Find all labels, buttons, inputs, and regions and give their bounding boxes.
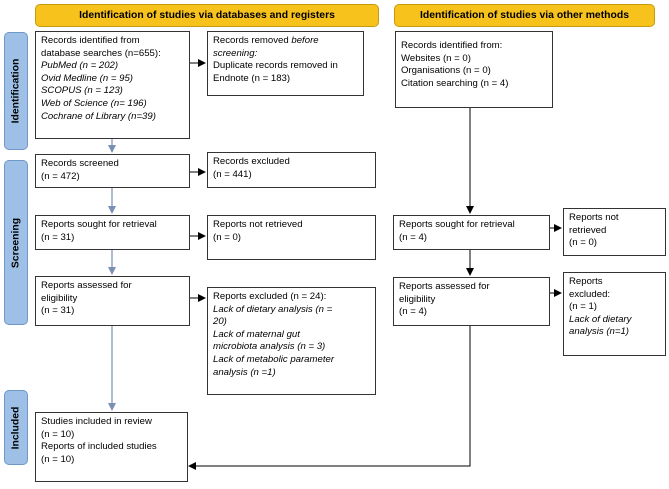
assessed-left-box: Reports assessed for eligibility (n = 31… xyxy=(35,276,190,326)
rex-left-line4: Lack of maternal gut xyxy=(213,328,300,340)
db-source-scopus: SCOPUS (n = 123) xyxy=(41,85,123,97)
sought-left-box: Reports sought for retrieval (n = 31) xyxy=(35,215,190,250)
screened-line2: (n = 472) xyxy=(41,170,80,182)
header-other-methods: Identification of studies via other meth… xyxy=(394,4,655,27)
db-source-cochrane: Cochrane of Library (n=39) xyxy=(41,110,156,122)
not-retrieved-left-line2: (n = 0) xyxy=(213,231,241,243)
records-excluded-box: Records excluded (n = 441) xyxy=(207,152,376,188)
rex-left-line6: Lack of metabolic parameter xyxy=(213,353,335,365)
assessed-right-line3: (n = 4) xyxy=(399,306,427,318)
sought-right-line1: Reports sought for retrieval xyxy=(399,219,515,230)
assessed-left-line1: Reports assessed for xyxy=(41,280,132,291)
not-retrieved-right-box: Reports not retrieved (n = 0) xyxy=(563,208,666,256)
other-records-line4: Citation searching (n = 4) xyxy=(401,77,509,89)
removed-line1-plain: Records removed xyxy=(213,35,292,46)
phase-included-label: Included xyxy=(10,406,22,449)
other-records-box: Records identified from: Websites (n = 0… xyxy=(395,31,553,108)
db-records-line2: database searches (n=655): xyxy=(41,47,161,59)
included-line4: (n = 10) xyxy=(41,453,75,465)
not-retrieved-right-line1: Reports not xyxy=(569,212,619,223)
removed-line1-italic: before xyxy=(291,35,319,46)
phase-identification-label: Identification xyxy=(10,58,22,124)
db-source-wos: Web of Science (n= 196) xyxy=(41,97,147,109)
rex-right-line5: analysis (n=1) xyxy=(569,326,629,338)
assessed-right-line1: Reports assessed for xyxy=(399,281,490,292)
not-retrieved-right-line3: (n = 0) xyxy=(569,237,597,249)
records-removed-box: Records removed before screening: Duplic… xyxy=(207,31,364,96)
sought-right-box: Reports sought for retrieval (n = 4) xyxy=(393,215,550,250)
db-source-ovid: Ovid Medline (n = 95) xyxy=(41,72,133,84)
db-records-box: Records identified from database searche… xyxy=(35,31,190,139)
not-retrieved-left-line1: Reports not retrieved xyxy=(213,219,303,230)
phase-screening-label: Screening xyxy=(10,217,22,268)
rex-right-line4: Lack of dietary xyxy=(569,313,632,325)
header-databases: Identification of studies via databases … xyxy=(35,4,379,27)
rex-right-line2: excluded: xyxy=(569,288,611,300)
records-screened-box: Records screened (n = 472) xyxy=(35,154,190,188)
excluded-line2: (n = 441) xyxy=(213,168,252,180)
rex-left-line2: Lack of dietary analysis (n = xyxy=(213,303,333,315)
arrow-right-to-included xyxy=(188,326,471,470)
removed-line2: screening: xyxy=(213,47,258,59)
not-retrieved-right-line2: retrieved xyxy=(569,224,607,236)
other-records-line2: Websites (n = 0) xyxy=(401,52,471,64)
db-source-pubmed: PubMed (n = 202) xyxy=(41,60,119,72)
rex-right-line3: (n = 1) xyxy=(569,301,597,313)
removed-line3: Duplicate records removed in xyxy=(213,60,338,72)
removed-line1: Records removed before xyxy=(213,35,358,48)
removed-line4: Endnote (n = 183) xyxy=(213,72,291,84)
rex-left-line1: Reports excluded (n = 24): xyxy=(213,291,327,302)
assessed-left-line3: (n = 31) xyxy=(41,305,75,317)
reports-excluded-left-box: Reports excluded (n = 24): Lack of dieta… xyxy=(207,287,376,395)
sought-left-line2: (n = 31) xyxy=(41,231,75,243)
phase-included: Included xyxy=(4,390,28,465)
phase-screening: Screening xyxy=(4,160,28,325)
assessed-left-line2: eligibility xyxy=(41,292,78,304)
other-records-line1: Records identified from: xyxy=(401,40,503,51)
assessed-right-line2: eligibility xyxy=(399,293,436,305)
phase-identification: Identification xyxy=(4,32,28,150)
db-records-line1: Records identified from xyxy=(41,35,140,46)
not-retrieved-left-box: Reports not retrieved (n = 0) xyxy=(207,215,376,260)
included-line1: Studies included in review xyxy=(41,416,152,427)
rex-left-line7: analysis (n =1) xyxy=(213,366,276,378)
screened-line1: Records screened xyxy=(41,158,119,169)
reports-excluded-right-box: Reports excluded: (n = 1) Lack of dietar… xyxy=(563,272,666,356)
sought-right-line2: (n = 4) xyxy=(399,231,427,243)
other-records-line3: Organisations (n = 0) xyxy=(401,65,491,77)
excluded-line1: Records excluded xyxy=(213,156,290,167)
assessed-right-box: Reports assessed for eligibility (n = 4) xyxy=(393,277,550,326)
included-box: Studies included in review (n = 10) Repo… xyxy=(35,412,188,482)
sought-left-line1: Reports sought for retrieval xyxy=(41,219,157,230)
included-line2: (n = 10) xyxy=(41,428,75,440)
rex-right-line1: Reports xyxy=(569,276,603,287)
included-line3: Reports of included studies xyxy=(41,441,157,453)
rex-left-line5: microbiota analysis (n = 3) xyxy=(213,341,326,353)
rex-left-line3: 20) xyxy=(213,316,227,328)
